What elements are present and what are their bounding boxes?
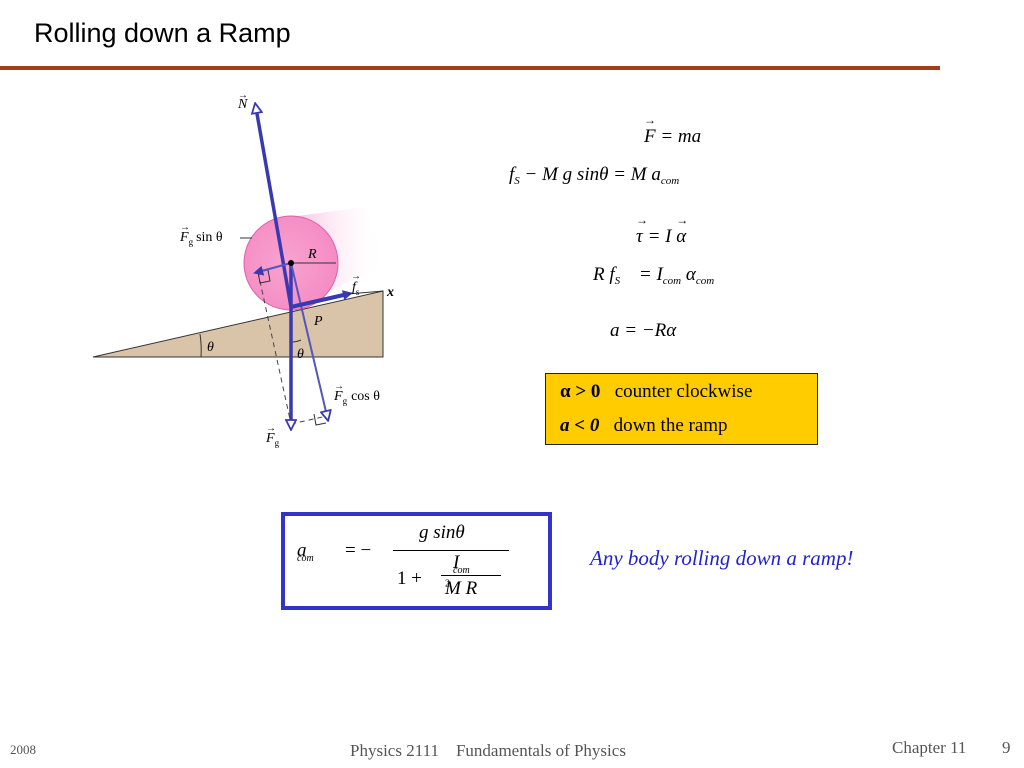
- translation-right-sub: com: [660, 175, 680, 187]
- label-radius: R: [307, 247, 317, 262]
- formula-inner-numerator-sub: com: [453, 564, 470, 576]
- rotation-left: R f: [593, 264, 615, 285]
- ramp: [92, 290, 384, 358]
- label-fg: Fg: [265, 431, 280, 448]
- rotation-left-sub: S: [614, 275, 621, 287]
- label-friction-arrow: →: [351, 271, 361, 282]
- force-vector-symbol: F: [644, 113, 656, 148]
- footer-course: Physics 2111 Fundamentals of Physics: [350, 741, 626, 760]
- dashed-line-1: [257, 271, 292, 425]
- label-theta-weight: θ: [297, 347, 304, 362]
- center-dot: [288, 260, 294, 266]
- formula-lhs-sub: com: [297, 552, 314, 564]
- condition-a-symbol: a < 0: [560, 415, 600, 436]
- formula-main-fraction-bar: [393, 550, 509, 551]
- label-fg-cos-arrow: →: [334, 381, 344, 392]
- label-theta-ramp: θ: [207, 340, 214, 355]
- theta-arc-ramp: [199, 333, 202, 358]
- condition-a-text: down the ramp: [613, 415, 728, 436]
- label-normal-arrow: →: [238, 90, 248, 101]
- rotation-sub2: com: [695, 275, 715, 287]
- x-axis-line: [347, 290, 384, 295]
- translation-left-sub: S: [514, 175, 520, 187]
- rotation-alpha: α: [685, 264, 696, 285]
- sign-conditions-box: α > 0 counter clockwise a < 0 down the r…: [545, 373, 818, 445]
- footer-page-number: 9: [1002, 738, 1011, 757]
- label-fg-sin-arrow: →: [180, 222, 190, 233]
- formula-inner-denominator-sup: 2: [445, 578, 450, 590]
- formula-inner-fraction-bar: [441, 575, 501, 576]
- newton-rhs: = ma: [660, 126, 702, 147]
- footer-year: 2008: [10, 742, 36, 757]
- equation-translation: fS − M g sinθ = M acom: [509, 164, 679, 187]
- dashed-line-2: [290, 415, 328, 425]
- equation-torque: τ = I α: [636, 213, 686, 248]
- condition-alpha-symbol: α > 0: [560, 381, 601, 402]
- normal-force-vector: [256, 108, 293, 308]
- torque-symbol: τ: [636, 213, 643, 248]
- fg-cos-vector: [290, 262, 327, 416]
- label-contact-point: P: [313, 314, 323, 329]
- label-friction: fs: [352, 280, 360, 297]
- equation-newton: F = ma: [644, 113, 702, 148]
- formula-denominator-one: 1 +: [397, 568, 422, 589]
- footer-chapter: Chapter 11: [892, 738, 967, 757]
- rolling-text: a = −Rα: [610, 320, 677, 341]
- equation-rotation: R fS = Icom αcom: [593, 264, 714, 287]
- torque-eq: = I: [647, 226, 672, 247]
- formula-note: Any body rolling down a ramp!: [590, 546, 854, 570]
- label-fg-arrow: →: [266, 423, 276, 434]
- alpha-vector-symbol: α: [676, 213, 686, 248]
- condition-alpha-text: counter clockwise: [614, 381, 753, 402]
- friction-vector: [290, 290, 353, 309]
- label-x-axis: x: [386, 285, 394, 300]
- label-normal: N: [237, 97, 248, 112]
- translation-middle: − M g sinθ = M a: [524, 164, 661, 185]
- formula-numerator: g sinθ: [419, 522, 465, 543]
- translation-left: f: [509, 164, 515, 185]
- slide-title: Rolling down a Ramp: [34, 18, 291, 48]
- equation-rolling: a = −Rα: [610, 320, 676, 342]
- title-rule: [0, 66, 940, 70]
- condition-alpha: α > 0 counter clockwise: [560, 381, 752, 403]
- condition-a: a < 0 down the ramp: [560, 415, 728, 437]
- rotation-sub1: com: [662, 275, 682, 287]
- fg-sin-vector: [253, 262, 292, 276]
- formula-eq: = −: [345, 540, 372, 561]
- rotation-eq: = I: [638, 264, 663, 285]
